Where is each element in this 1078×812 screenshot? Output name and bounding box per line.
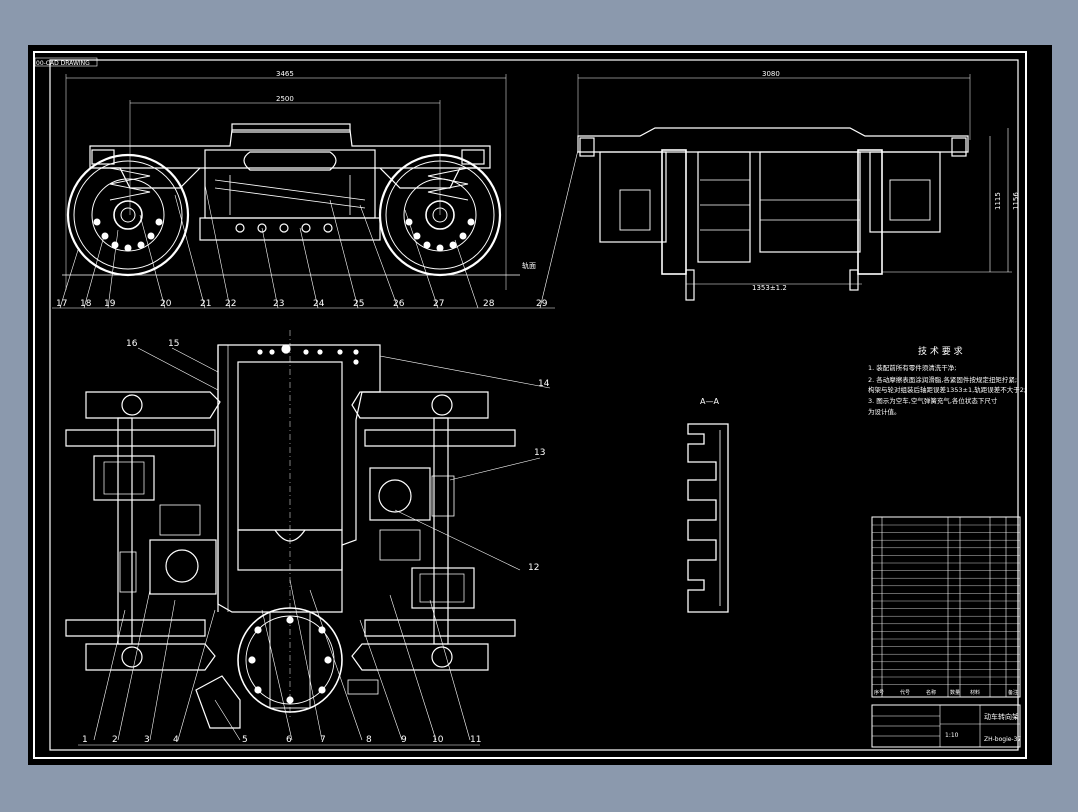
drawing-scale: 1:10: [945, 732, 959, 739]
callout-number: 4: [173, 735, 179, 745]
callout-number: 6: [286, 735, 292, 745]
tech-requirements: 技 术 要 求 1. 装配前所有零件须清洗干净; 2. 各动摩擦表面涂润滑脂,各…: [868, 345, 1026, 416]
callout-number: 17: [56, 299, 67, 309]
callout-number: 10: [432, 735, 444, 745]
callout-number: 25: [353, 299, 364, 309]
callout-number: 11: [470, 735, 481, 745]
dim-overall: 3465: [276, 70, 294, 78]
end-view: [577, 74, 1012, 301]
dim-width: 3080: [762, 70, 780, 78]
callout-number: 29: [536, 299, 548, 309]
tech-title: 技 术 要 求: [918, 345, 963, 357]
side-callouts: 17 18 19 20 21 22 23 24 25 26 27 28 29: [56, 299, 548, 309]
callout-number: 12: [528, 563, 539, 573]
callout-number: 16: [126, 339, 138, 349]
right-wheel: [378, 153, 502, 277]
code-box: [34, 57, 98, 67]
callout-number: 18: [80, 299, 92, 309]
plan-leaders: [78, 347, 551, 746]
parts-header-cell: 材料: [970, 689, 980, 696]
callout-number: 14: [538, 379, 550, 389]
dimension-labels: 3465 2500 轨面 3080 1353±1.2 1115 1156 A—A: [276, 70, 1020, 406]
parts-header-cell: 数量: [950, 689, 960, 696]
parts-header-cell: 备注: [1008, 689, 1018, 696]
dim-gauge: 1353±1.2: [752, 284, 787, 292]
callout-number: 21: [200, 299, 211, 309]
side-view: [65, 74, 507, 290]
callout-number: 28: [483, 299, 495, 309]
callout-number: 22: [225, 299, 236, 309]
code-text: 00-CAD DRAWING: [36, 60, 90, 67]
callout-number: 13: [534, 448, 545, 458]
callout-number: 26: [393, 299, 405, 309]
tech-line: 构架与轮对组装后轴距误差1353±1,轨距误差不大于2;: [868, 385, 1026, 394]
inner-frame: [49, 59, 1019, 751]
callout-number: 3: [144, 735, 150, 745]
tech-line: 3. 图示为空车,空气弹簧充气,各位状态下尺寸: [868, 396, 998, 405]
plan-view: [65, 330, 516, 729]
callout-number: 2: [112, 735, 118, 745]
callout-number: 20: [160, 299, 172, 309]
parts-list-rows: [872, 524, 1020, 685]
section-label: A—A: [700, 397, 719, 406]
side-leaders: [52, 149, 579, 309]
callout-number: 7: [320, 735, 326, 745]
callout-number: 1: [82, 735, 88, 745]
drawing-sheet: [28, 45, 1052, 765]
tech-line: 1. 装配前所有零件须清洗干净;: [868, 363, 956, 372]
parts-header: 序号 代号 名称 数量 材料 备注: [874, 689, 1018, 696]
callout-number: 24: [313, 299, 325, 309]
parts-header-cell: 序号: [874, 689, 884, 696]
title-block: [871, 704, 1021, 748]
parts-list: [871, 516, 1021, 698]
parts-header-cell: 代号: [900, 689, 910, 696]
plan-callouts: 1 2 3 4 5 6 7 8 9 10 11 12 13 14 15 16: [82, 339, 550, 745]
tech-line: 2. 各动摩擦表面涂润滑脂,各紧固件按规定扭矩拧紧;: [868, 375, 1017, 384]
dim-height-1: 1115: [994, 192, 1002, 210]
callout-number: 5: [242, 735, 248, 745]
callout-number: 27: [433, 299, 444, 309]
rail-label: 轨面: [522, 261, 536, 270]
tech-line: 为设计值。: [868, 407, 901, 416]
callout-number: 9: [401, 735, 407, 745]
drawing-name: 动车转向架: [984, 712, 1019, 721]
dim-wheelbase: 2500: [276, 95, 294, 103]
callout-number: 15: [168, 339, 179, 349]
drawing-number: ZH-bogie-37: [984, 736, 1021, 743]
callout-number: 19: [104, 299, 116, 309]
callout-number: 23: [273, 299, 284, 309]
parts-header-cell: 名称: [926, 689, 936, 696]
section-a-a: [687, 423, 729, 613]
callout-number: 8: [366, 735, 372, 745]
outer-frame: [33, 51, 1027, 759]
dim-height-2: 1156: [1012, 192, 1020, 210]
